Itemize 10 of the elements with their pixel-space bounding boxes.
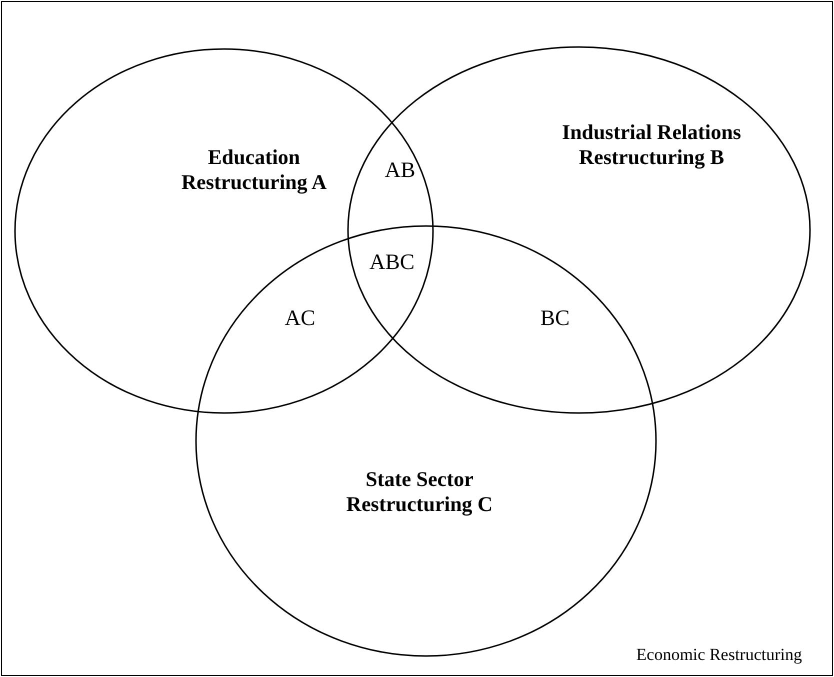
region-label: BC	[540, 305, 570, 331]
set-label: State Sector Restructuring C	[345, 466, 494, 516]
set-label: Education Restructuring A	[180, 144, 328, 194]
venn-circle	[14, 48, 434, 414]
set-label: Industrial Relations Restructuring B	[560, 120, 742, 170]
region-label: AC	[284, 305, 316, 331]
venn-circle	[346, 46, 810, 414]
region-label: ABC	[369, 249, 415, 275]
region-label: AB	[384, 157, 416, 183]
frame-label: Economic Restructuring	[636, 645, 802, 665]
